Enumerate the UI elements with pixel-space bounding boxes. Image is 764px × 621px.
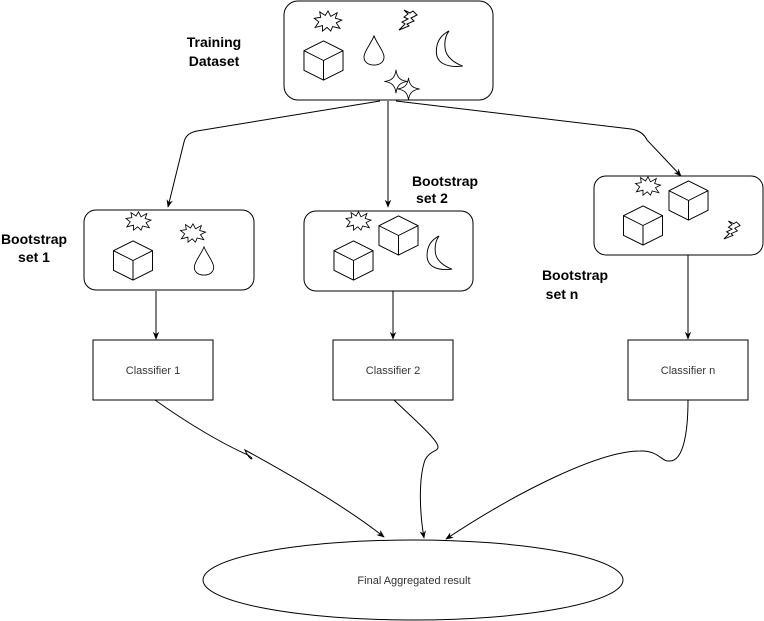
edge-training-to-bootstrap-n — [395, 100, 682, 177]
bootstrap-set-n-node — [593, 175, 764, 256]
edge-training-to-bootstrap-1 — [166, 100, 381, 208]
bootstrap-set-n-label-line2: set n — [546, 286, 579, 302]
training-dataset-node — [283, 0, 494, 101]
classifier-1-label: Classifier 1 — [126, 365, 180, 377]
edge-classifier-1-to-result — [154, 399, 385, 538]
bootstrap-set-2-label-line1: Bootstrap — [412, 173, 478, 189]
classifier-2-box — [332, 339, 454, 401]
bootstrap-set-2-node — [303, 210, 474, 292]
final-result-node: Final Aggregated result — [202, 539, 624, 621]
classifier-1-node: Classifier 1 — [92, 339, 214, 401]
classifier-2-label: Classifier 2 — [366, 365, 420, 377]
edge-classifier-2-to-result — [393, 399, 439, 539]
training-dataset-label-line1: Training — [187, 34, 241, 50]
final-result-ellipse — [202, 539, 624, 621]
bootstrap-set-1-box — [83, 209, 255, 291]
final-result-label: Final Aggregated result — [357, 575, 470, 587]
bootstrap-set-1-node — [83, 209, 255, 291]
classifier-n-node: Classifier n — [627, 339, 749, 401]
bootstrap-set-2-label-line2: set 2 — [416, 190, 448, 206]
bootstrap-set-n-label-line1: Bootstrap — [542, 267, 608, 283]
classifier-2-node: Classifier 2 — [332, 339, 454, 401]
edge-classifier-n-to-result — [445, 399, 689, 540]
bootstrap-set-1-label-line2: set 1 — [18, 249, 50, 265]
classifier-1-box — [92, 339, 214, 401]
training-dataset-label-line2: Dataset — [189, 53, 240, 69]
classifier-n-box — [627, 339, 749, 401]
bootstrap-set-1-label-line1: Bootstrap — [1, 231, 67, 247]
classifier-n-label: Classifier n — [661, 365, 715, 377]
